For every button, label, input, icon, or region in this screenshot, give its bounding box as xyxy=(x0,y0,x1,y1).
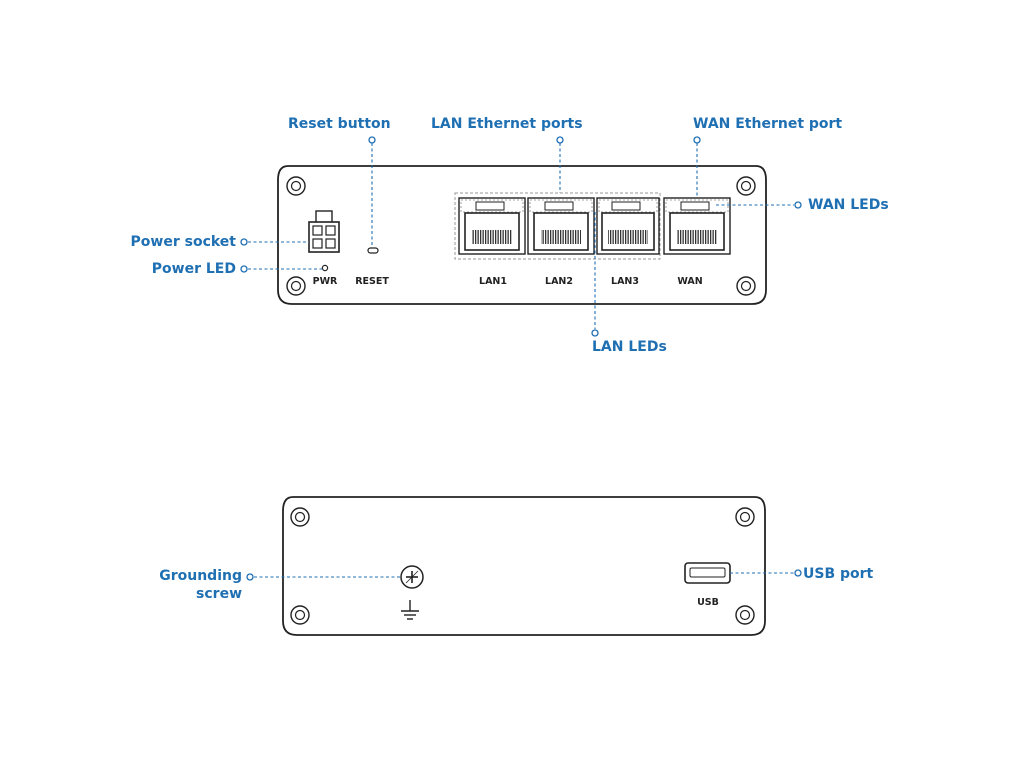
back-panel xyxy=(282,496,766,636)
usb-port xyxy=(684,562,731,584)
callout-lan-leds: LAN LEDs xyxy=(592,339,667,355)
callout-wan-ethernet-port: WAN Ethernet port xyxy=(693,116,843,132)
back-screw-bottom-right xyxy=(735,605,755,625)
front-screw-bottom-right xyxy=(736,276,756,296)
label-usb: USB xyxy=(697,597,719,608)
power-socket xyxy=(308,210,340,253)
front-screw-top-right xyxy=(736,176,756,196)
front-screw-top-left xyxy=(286,176,306,196)
port-lan2 xyxy=(527,197,595,255)
front-leader-dots xyxy=(240,136,802,337)
back-leader-lines xyxy=(254,572,794,578)
power-led xyxy=(321,264,329,272)
label-wan: WAN xyxy=(677,276,703,287)
port-lan3 xyxy=(596,197,660,255)
grounding-screw-icon xyxy=(400,565,424,589)
ground-symbol-icon xyxy=(401,600,419,620)
label-lan2: LAN2 xyxy=(545,276,573,287)
front-leader-lines xyxy=(248,143,794,329)
port-lan1 xyxy=(458,197,526,255)
back-leader-dots xyxy=(246,569,802,581)
callout-power-led: Power LED xyxy=(151,261,236,277)
reset-pinhole xyxy=(367,247,379,254)
label-reset: RESET xyxy=(355,276,389,287)
back-panel-body xyxy=(282,496,766,636)
callout-power-socket: Power socket xyxy=(130,234,236,250)
label-lan3: LAN3 xyxy=(611,276,639,287)
front-panel xyxy=(277,165,767,305)
callout-reset-button: Reset button xyxy=(288,116,391,132)
lan-port-group xyxy=(454,192,661,260)
front-screw-bottom-left xyxy=(286,276,306,296)
callout-lan-ethernet-ports: LAN Ethernet ports xyxy=(431,116,583,132)
label-lan1: LAN1 xyxy=(479,276,507,287)
callout-grounding-line2: screw xyxy=(196,586,242,602)
callout-grounding-line1: Grounding xyxy=(159,568,242,584)
label-pwr: PWR xyxy=(312,276,338,287)
callout-wan-leds: WAN LEDs xyxy=(808,197,889,213)
back-screw-bottom-left xyxy=(290,605,310,625)
port-wan xyxy=(663,197,731,255)
back-screw-top-left xyxy=(290,507,310,527)
callout-grounding-screw: Grounding screw xyxy=(138,567,242,603)
back-screw-top-right xyxy=(735,507,755,527)
callout-usb-port: USB port xyxy=(803,566,874,582)
